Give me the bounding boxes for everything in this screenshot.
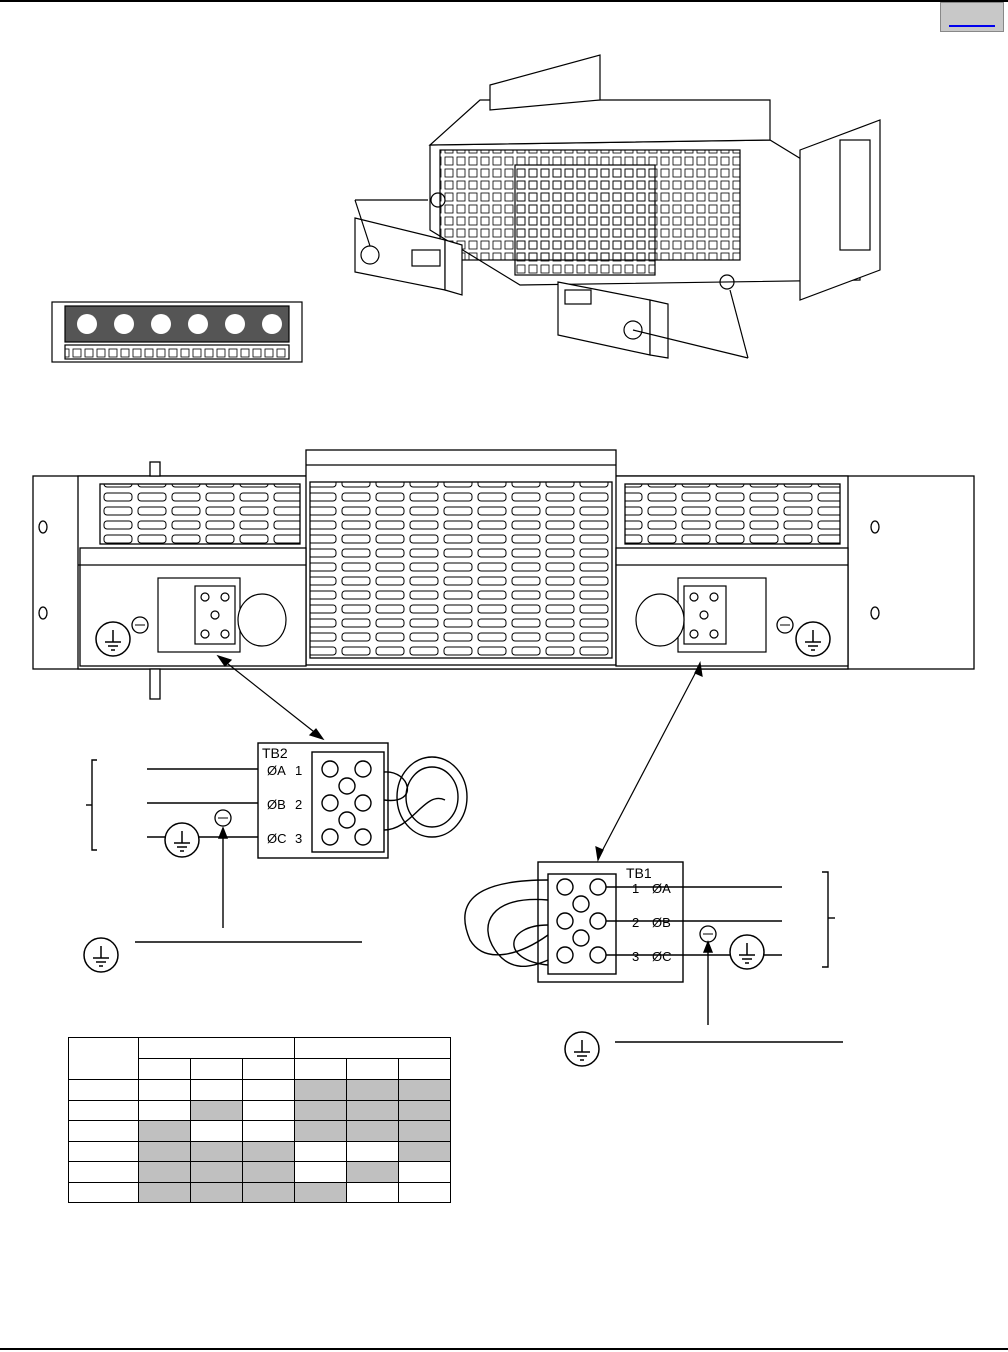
table-cell-shaded (346, 1079, 399, 1101)
table-cell-shaded (346, 1161, 399, 1183)
table-cell (190, 1079, 243, 1101)
table-cell-shaded (294, 1079, 347, 1101)
table-cell-shaded (294, 1181, 347, 1203)
cover-plate-left (354, 217, 463, 296)
callout-arrows-top (354, 199, 749, 359)
table-cell-shaded (398, 1140, 451, 1162)
tb2-small (157, 577, 287, 653)
rear-panel (32, 449, 975, 700)
table-cell (398, 1161, 451, 1183)
table-header-cell (68, 1037, 139, 1080)
nav-button[interactable] (940, 2, 1004, 32)
table-group-header (294, 1037, 451, 1059)
ground-icon-panel-left (95, 621, 131, 657)
table-cell (294, 1161, 347, 1183)
tb1-num-1: 1 (632, 881, 639, 896)
table-cell-shaded (398, 1079, 451, 1101)
table-row (68, 1120, 451, 1142)
phase-table (68, 1037, 451, 1203)
front-view-thumbnail (51, 301, 303, 363)
tb2-detail (83, 742, 468, 973)
table-cell (294, 1140, 347, 1162)
table-cell (346, 1181, 399, 1203)
table-row (68, 1181, 451, 1203)
table-cell (242, 1120, 295, 1142)
ground-icon-panel-right (795, 621, 831, 657)
tb2-title: TB2 (262, 745, 288, 761)
table-row-label (68, 1161, 139, 1183)
table-cell-shaded (294, 1099, 347, 1121)
table-row-label (68, 1099, 139, 1121)
table-cell-shaded (138, 1181, 191, 1203)
callout-arrows-mid (216, 654, 703, 862)
tb2-phase-a: ØA (267, 763, 286, 778)
table-cell-shaded (242, 1161, 295, 1183)
tb1-phase-c: ØC (652, 949, 672, 964)
table-row-label (68, 1120, 139, 1142)
table-subheader-row (69, 1058, 451, 1080)
table-cell (242, 1079, 295, 1101)
table-row-label (68, 1181, 139, 1203)
ground-icon-tb1 (564, 1031, 600, 1067)
tb2-num-3: 3 (295, 831, 302, 846)
table-cell (398, 1181, 451, 1203)
table-cell (138, 1099, 191, 1121)
cover-plate-right (557, 281, 669, 359)
table-cell (242, 1099, 295, 1121)
tb1-title: TB1 (626, 865, 652, 881)
tb1-phase-b: ØB (652, 915, 671, 930)
table-cell-shaded (346, 1099, 399, 1121)
tb2-num-1: 1 (295, 763, 302, 778)
table-cell (138, 1079, 191, 1101)
table-cell-shaded (190, 1140, 243, 1162)
top-rule (0, 0, 1008, 2)
table-cell (190, 1120, 243, 1142)
table-cell-shaded (138, 1161, 191, 1183)
table-cell-shaded (138, 1120, 191, 1142)
table-cell-shaded (346, 1120, 399, 1142)
table-row-label (68, 1079, 139, 1101)
tb2-phase-b: ØB (267, 797, 286, 812)
table-cell-shaded (242, 1181, 295, 1203)
table-group-header (138, 1037, 295, 1059)
table-cell-shaded (138, 1140, 191, 1162)
bottom-rule (0, 1348, 1008, 1350)
table-row (68, 1140, 451, 1162)
table-cell-shaded (242, 1140, 295, 1162)
nav-link[interactable] (949, 7, 995, 27)
table-cell (346, 1140, 399, 1162)
table-header-row (68, 1037, 451, 1080)
table-cell-shaded (190, 1161, 243, 1183)
tb1-detail (464, 861, 843, 1067)
isometric-chassis (428, 54, 881, 301)
tb1-small (635, 577, 767, 653)
tb2-phase-c: ØC (267, 831, 287, 846)
tb1-num-2: 2 (632, 915, 639, 930)
table-cell-shaded (190, 1099, 243, 1121)
table-row (68, 1161, 451, 1183)
tb1-num-3: 3 (632, 949, 639, 964)
tb1-phase-a: ØA (652, 881, 671, 896)
table-row-label (68, 1140, 139, 1162)
table-cell-shaded (190, 1181, 243, 1203)
tb2-num-2: 2 (295, 797, 302, 812)
table-body (68, 1079, 451, 1203)
table-row (68, 1099, 451, 1121)
table-cell-shaded (398, 1120, 451, 1142)
table-cell-shaded (294, 1120, 347, 1142)
ground-icon-tb2 (83, 937, 119, 973)
table-cell-shaded (398, 1099, 451, 1121)
table-row (68, 1079, 451, 1101)
